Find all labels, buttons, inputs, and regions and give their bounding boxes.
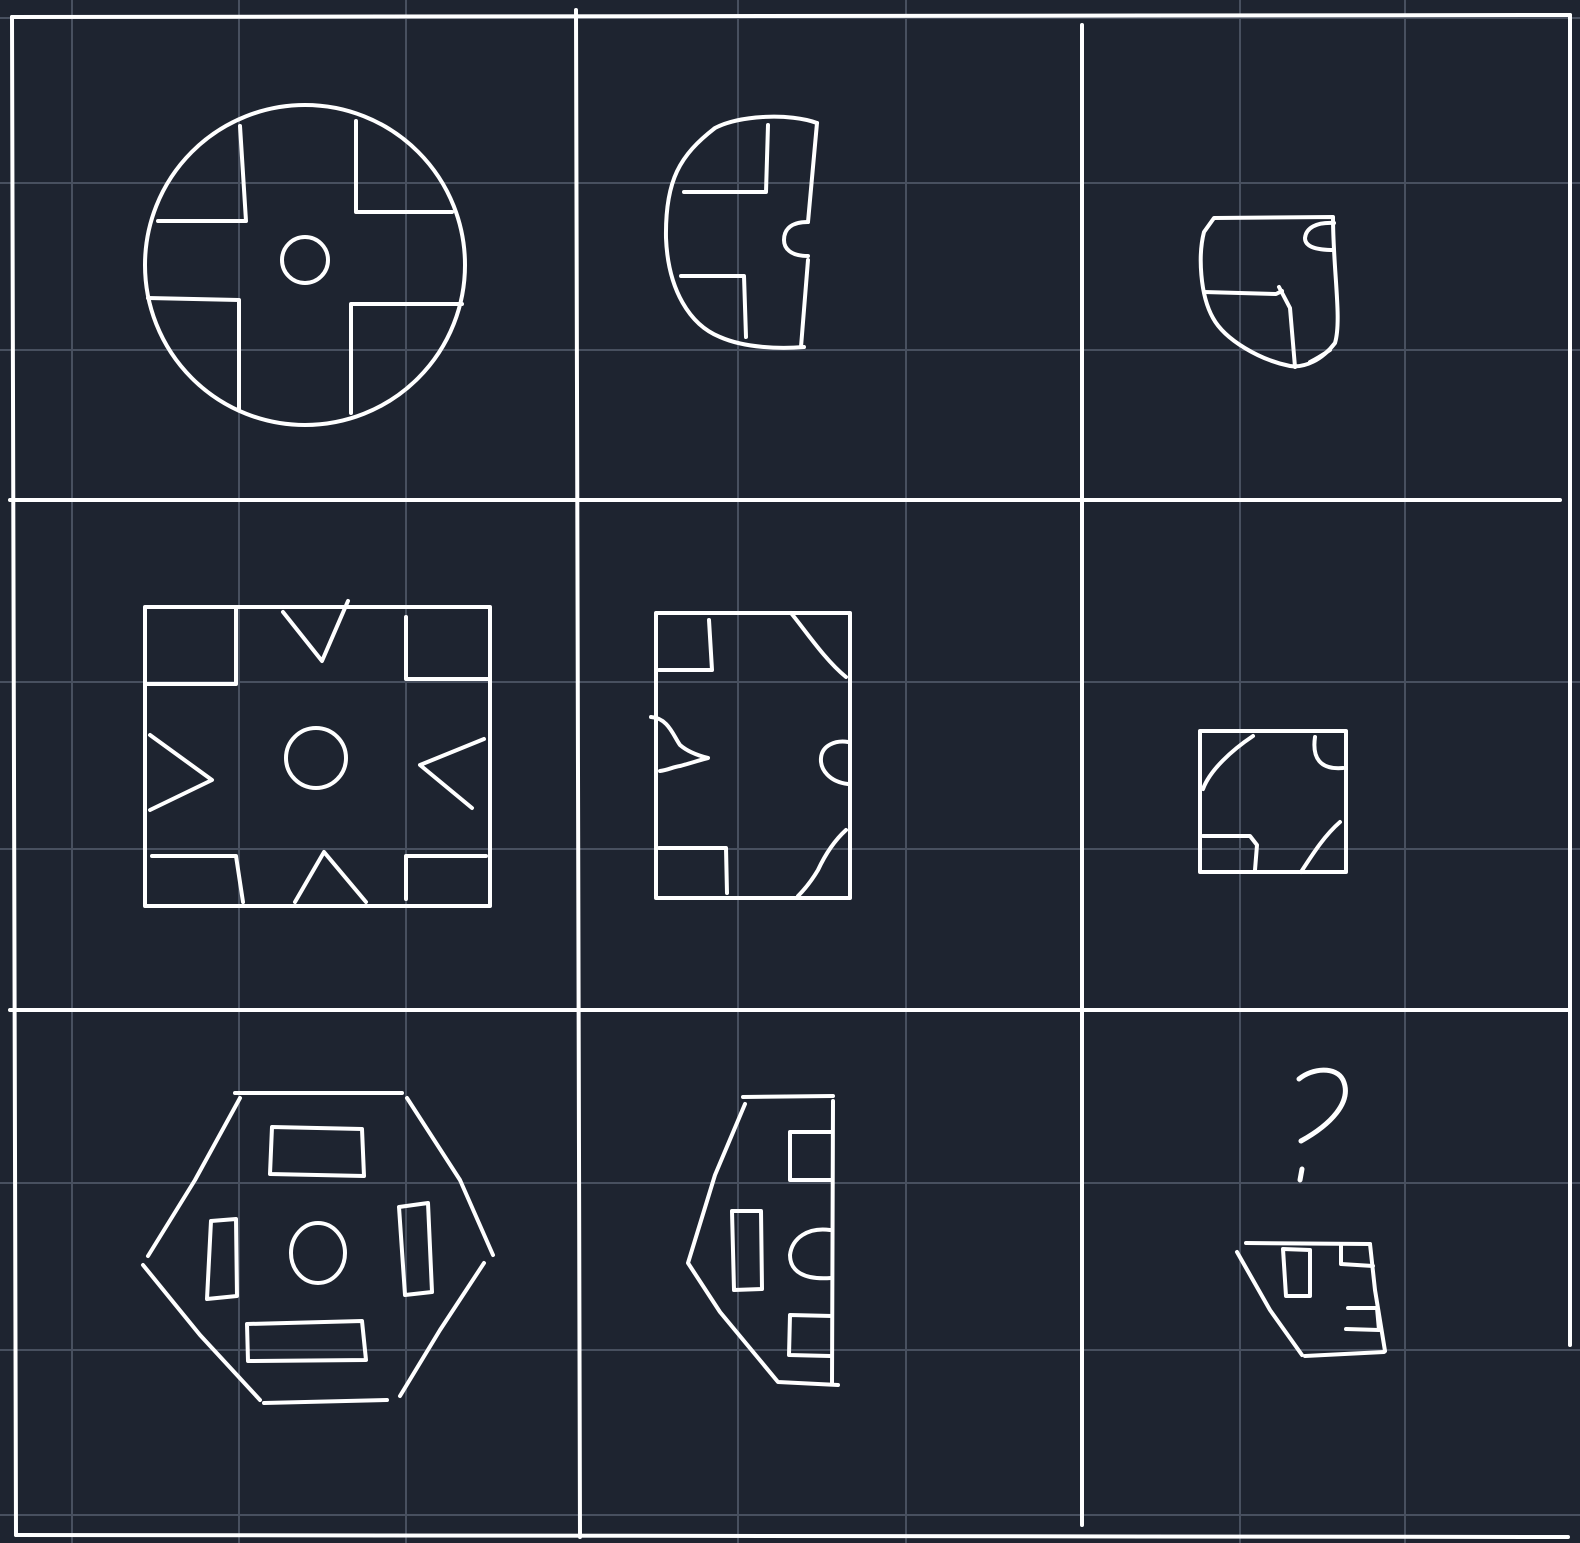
cell-r3c2-hexagon-partial bbox=[688, 1096, 838, 1385]
cell-r2c3-rectangle-fragment bbox=[1200, 731, 1346, 872]
cell-r1c3-circle-fragment bbox=[1201, 217, 1338, 367]
cell-r2c1-rectangle-full bbox=[145, 601, 490, 906]
puzzle-frame bbox=[10, 10, 1570, 1537]
cell-r2c2-rectangle-partial bbox=[651, 613, 850, 898]
cell-r3c3-hexagon-unknown bbox=[1237, 1243, 1385, 1356]
missing-marker: ? bbox=[1299, 1070, 1345, 1180]
cell-r1c2-circle-partial bbox=[666, 117, 817, 348]
cell-r3c1-hexagon-full bbox=[143, 1093, 493, 1403]
cell-r1c1-circle-full bbox=[145, 105, 465, 425]
